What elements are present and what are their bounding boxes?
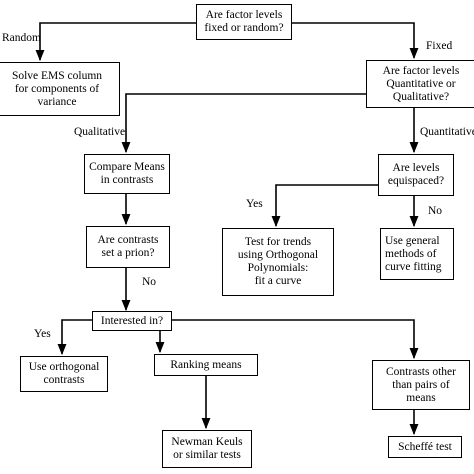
edge-start-to-solve-ems [35, 22, 196, 62]
edge-label-no-general: No [428, 205, 443, 217]
node-quantitative-or-qualitative: Are factor levels Quantitative or Qualit… [366, 60, 474, 108]
edge-label-quantitative: Quantitative [420, 126, 474, 138]
edge-start-to-quant-qual [292, 22, 419, 60]
edge-label-no-interested: No [142, 276, 157, 288]
node-contrasts-other: Contrasts other than pairs of means [372, 360, 470, 410]
node-test-for-trends: Test for trends using Orthogonal Polynom… [222, 228, 334, 296]
node-fixed-or-random: Are factor levels fixed or random? [196, 4, 292, 40]
edge-interested-to-orthogonal [57, 319, 92, 356]
node-equispaced: Are levels equispaced? [378, 154, 454, 196]
node-ranking-means: Ranking means [154, 354, 258, 376]
node-orthogonal-contrasts: Use orthogonal contrasts [20, 356, 108, 392]
edge-label-fixed: Fixed [426, 40, 453, 52]
edge-label-random: Random [2, 32, 41, 44]
edge-quant-qual-to-compare-means [121, 93, 366, 154]
node-contrasts-prior: Are contrasts set a prion? [86, 226, 170, 268]
edge-interested-to-contrasts-other [172, 319, 419, 360]
node-compare-means: Compare Means in contrasts [84, 154, 170, 194]
edge-label-yes-trends: Yes [246, 198, 263, 210]
node-newman-keuls: Newman Keuls or similar tests [162, 430, 252, 468]
node-solve-ems: Solve EMS column for components of varia… [0, 62, 120, 116]
edge-equispaced-to-test-trends [271, 184, 378, 228]
edge-label-qualitative: Qualitative [74, 126, 126, 138]
node-interested-in: Interested in? [92, 311, 172, 331]
node-scheffe-test: Scheffé test [388, 436, 462, 458]
edge-label-yes-orthogonal: Yes [34, 328, 51, 340]
node-general-methods: Use general methods of curve fitting [380, 228, 454, 280]
